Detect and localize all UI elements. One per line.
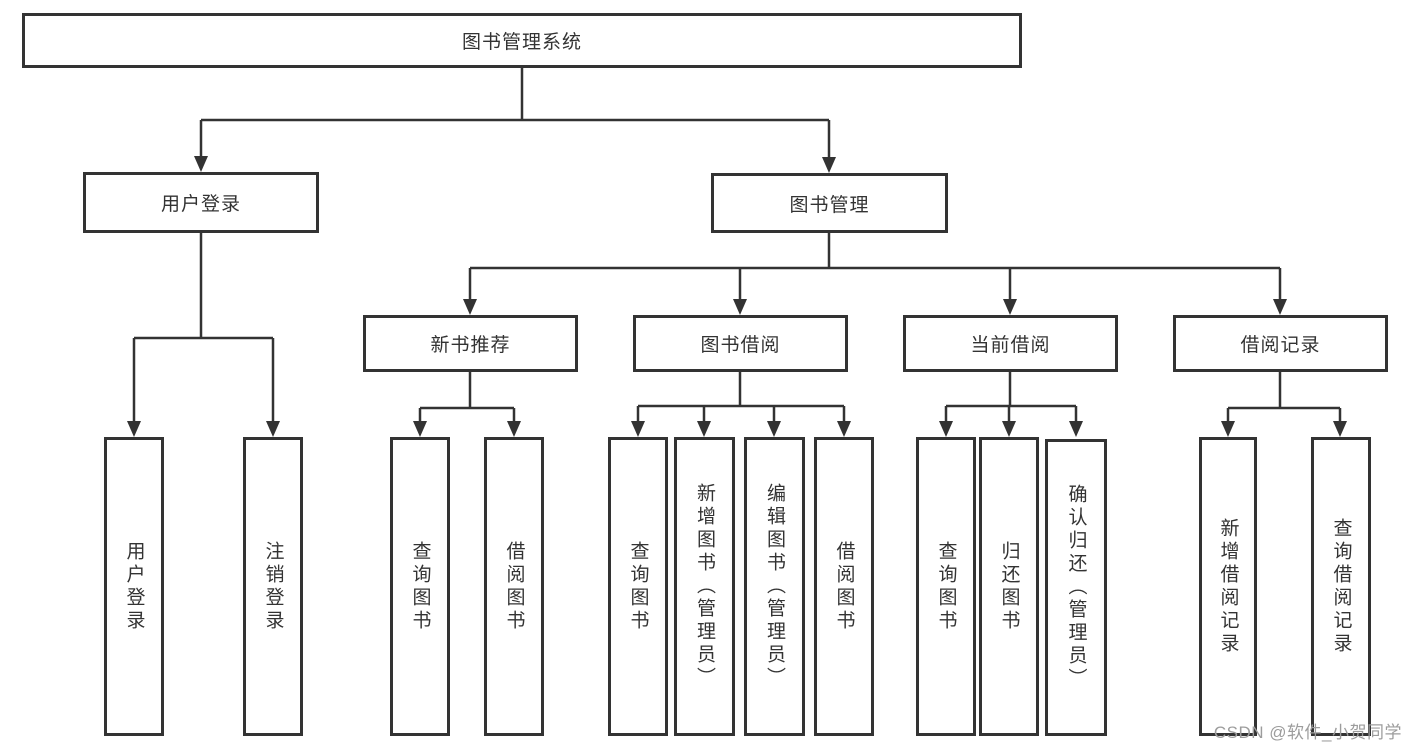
leaf-recommend-query-books: 查询图书 bbox=[390, 437, 450, 736]
leaf-borrow-query-books: 查询图书 bbox=[608, 437, 668, 736]
node-book-borrowing-label: 图书借阅 bbox=[700, 335, 781, 356]
leaf-edit-book-admin-label: 编辑图书（管理员） bbox=[764, 483, 785, 690]
node-new-book-recommend: 新书推荐 bbox=[363, 315, 578, 372]
node-library-system-label: 图书管理系统 bbox=[461, 32, 582, 53]
leaf-borrow-borrow-books: 借阅图书 bbox=[814, 437, 874, 736]
leaf-current-query-books: 查询图书 bbox=[916, 437, 976, 736]
node-current-borrowing: 当前借阅 bbox=[903, 315, 1118, 372]
node-current-borrowing-label: 当前借阅 bbox=[970, 335, 1051, 356]
node-new-book-recommend-label: 新书推荐 bbox=[430, 335, 511, 356]
leaf-add-borrow-record: 新增借阅记录 bbox=[1199, 437, 1257, 736]
leaf-add-book-admin: 新增图书（管理员） bbox=[674, 437, 735, 736]
node-user-login-label: 用户登录 bbox=[160, 194, 241, 215]
node-library-system: 图书管理系统 bbox=[22, 13, 1022, 68]
leaf-borrow-query-books-label: 查询图书 bbox=[627, 540, 649, 633]
leaf-recommend-borrow-books: 借阅图书 bbox=[484, 437, 544, 736]
leaf-add-borrow-record-label: 新增借阅记录 bbox=[1217, 517, 1239, 656]
leaf-return-book-label: 归还图书 bbox=[998, 540, 1020, 633]
node-borrowing-records-label: 借阅记录 bbox=[1240, 335, 1321, 356]
leaf-logout: 注销登录 bbox=[243, 437, 303, 736]
leaf-logout-label: 注销登录 bbox=[262, 540, 284, 633]
watermark: CSDN @软件_小贺同学 bbox=[1213, 723, 1402, 742]
leaf-confirm-return-admin-label: 确认归还（管理员） bbox=[1065, 484, 1087, 691]
leaf-query-borrow-record-label: 查询借阅记录 bbox=[1330, 517, 1352, 656]
node-user-login: 用户登录 bbox=[83, 172, 319, 233]
leaf-confirm-return-admin: 确认归还（管理员） bbox=[1045, 439, 1107, 736]
leaf-user-login: 用户登录 bbox=[104, 437, 164, 736]
leaf-return-book: 归还图书 bbox=[979, 437, 1039, 736]
leaf-add-book-admin-label: 新增图书（管理员） bbox=[694, 483, 715, 690]
leaf-query-borrow-record: 查询借阅记录 bbox=[1311, 437, 1371, 736]
leaf-user-login-label: 用户登录 bbox=[123, 540, 145, 633]
leaf-recommend-query-books-label: 查询图书 bbox=[409, 540, 431, 633]
node-borrowing-records: 借阅记录 bbox=[1173, 315, 1388, 372]
leaf-current-query-books-label: 查询图书 bbox=[935, 540, 957, 633]
node-book-management-label: 图书管理 bbox=[789, 194, 870, 216]
node-book-borrowing: 图书借阅 bbox=[633, 315, 848, 372]
leaf-recommend-borrow-books-label: 借阅图书 bbox=[503, 540, 525, 633]
leaf-borrow-borrow-books-label: 借阅图书 bbox=[833, 540, 855, 633]
leaf-edit-book-admin: 编辑图书（管理员） bbox=[744, 437, 805, 736]
node-book-management: 图书管理 bbox=[711, 173, 948, 233]
